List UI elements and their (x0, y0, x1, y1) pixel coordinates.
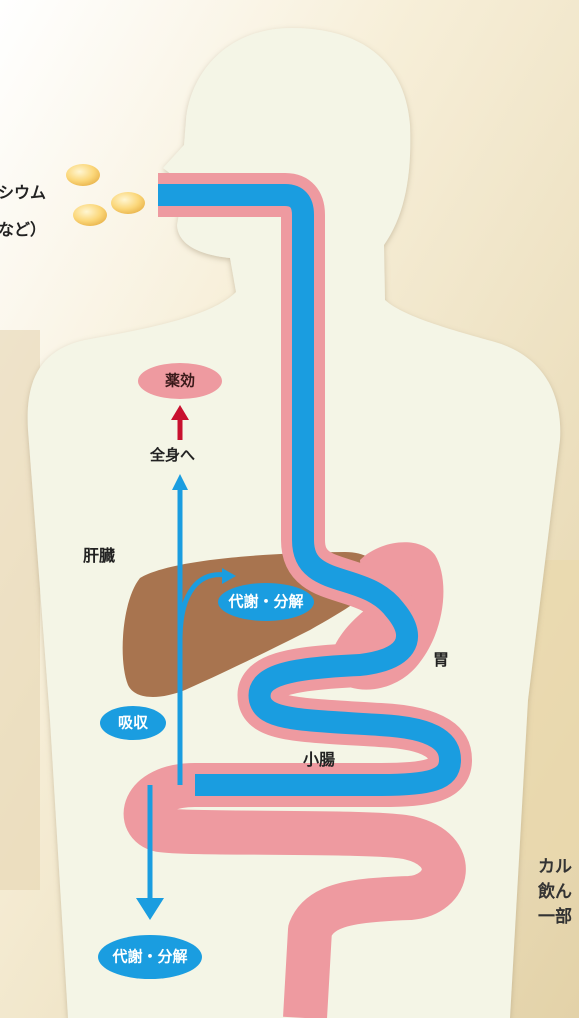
absorption-label: 吸収 (118, 716, 148, 731)
left-top-text-line1: シウム (0, 185, 46, 201)
medicine-pill-3 (73, 204, 107, 226)
metabolism-lower-label: 代謝・分解 (112, 950, 187, 965)
whole-body-label: 全身へ (150, 448, 195, 463)
right-bottom-text-line3: 一部 (538, 906, 572, 927)
stomach-label: 胃 (433, 652, 449, 668)
medicine-pill-2 (111, 192, 145, 214)
small-intestine-label: 小腸 (303, 752, 335, 768)
liver-label: 肝臓 (83, 548, 115, 564)
efficacy-label: 薬効 (165, 374, 195, 389)
right-bottom-text-line2: 飲ん (537, 881, 572, 902)
left-top-text-line2: など） (0, 222, 46, 238)
medicine-pill-1 (66, 164, 100, 186)
metabolism-upper-label: 代謝・分解 (228, 595, 303, 610)
right-bottom-text-line1: カル (538, 857, 572, 877)
